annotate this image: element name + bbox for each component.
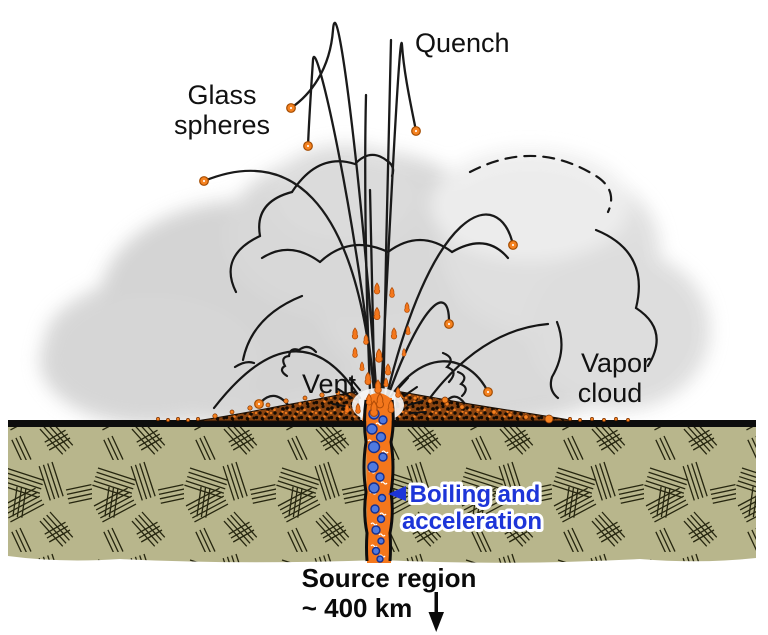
- left-arrow-icon: [388, 486, 406, 501]
- down-arrow-icon: [428, 592, 444, 632]
- glass-spheres-label-line2: spheres: [174, 110, 270, 140]
- deposit-mound-right: [395, 390, 576, 422]
- deposit-rim-spatter: [156, 390, 630, 424]
- vapor-cloud-outlines: [212, 153, 658, 410]
- conduit-wall-left: [362, 399, 369, 562]
- source-region-label-line1: Source region: [302, 563, 477, 593]
- vent-label: Vent: [302, 369, 357, 399]
- vent-puff-doodle-left: [280, 345, 318, 378]
- deposit-mound-left: [195, 391, 361, 422]
- vapor-cloud-label-line2: cloud: [578, 378, 643, 408]
- boiling-label-line1: Boiling and: [410, 481, 541, 508]
- conduit-wall-right: [388, 399, 395, 562]
- vapor-cloud-body: [40, 145, 710, 435]
- glass-spheres-label-line1: Glass: [187, 80, 256, 110]
- boiling-label-line2: acceleration: [402, 508, 542, 535]
- source-region-label-line2: ~ 400 km: [302, 593, 413, 623]
- deposit-mounds: [156, 390, 630, 424]
- vent-puff-doodle-right: [441, 351, 455, 384]
- gas-bubbles: [366, 408, 388, 563]
- labels: Quench Glass spheres Vent Vapor cloud Bo…: [174, 28, 651, 632]
- quench-label: Quench: [415, 28, 510, 58]
- vapor-cloud-label-line1: Vapor: [581, 348, 651, 378]
